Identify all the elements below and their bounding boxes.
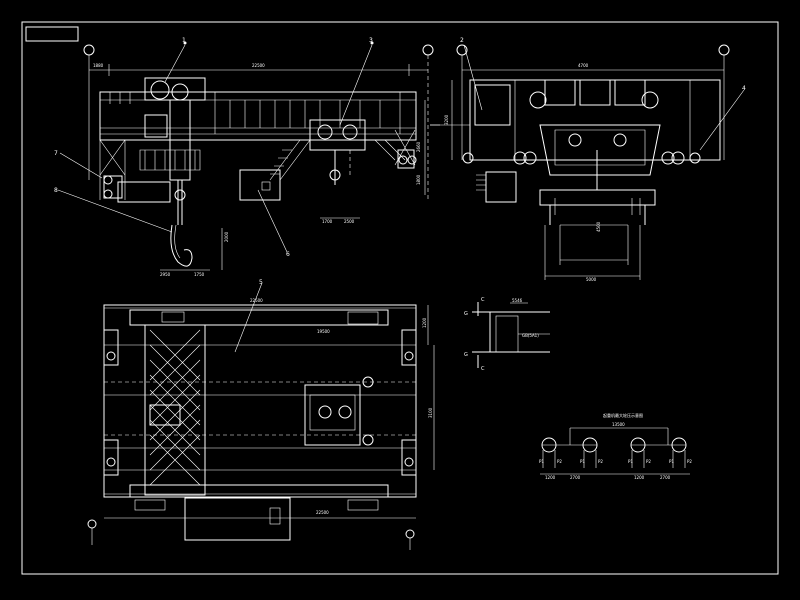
wheel-load-label-1: P1 bbox=[539, 459, 544, 464]
section-tag-a: 5546 bbox=[512, 298, 523, 303]
trolley-dim-a: 1700 bbox=[322, 219, 333, 224]
height-dim-a: 2660 bbox=[416, 141, 421, 152]
wheel-load-title: 起重机最大轮压示意图 bbox=[603, 412, 643, 418]
end-left-height: 3200 bbox=[444, 114, 449, 125]
track-dim: 5000 bbox=[586, 277, 597, 282]
span-dim: 22500 bbox=[252, 63, 265, 68]
callout-4: 4 bbox=[742, 85, 746, 92]
wheel-load-gap-2: 2700 bbox=[570, 475, 581, 480]
wheel-load-diagram: 起重机最大轮压示意图 13500 1200 2700 1200 2700 P1 … bbox=[539, 412, 692, 480]
wheel-load-span: 13500 bbox=[612, 422, 625, 427]
hook-dim-b: 1750 bbox=[194, 272, 205, 277]
gauge-dim: 4500 bbox=[596, 221, 601, 232]
left-end-dim: 1880 bbox=[93, 63, 104, 68]
callout-6: 6 bbox=[286, 251, 290, 258]
callout-3: 3 bbox=[369, 37, 373, 44]
section-side-bottom: G bbox=[464, 352, 468, 358]
section-bottom-label: C bbox=[481, 366, 485, 372]
wheel-load-label-6: P2 bbox=[646, 459, 651, 464]
end-top-dim: 4700 bbox=[578, 63, 589, 68]
hook-height: 2000 bbox=[224, 231, 229, 242]
callout-7: 7 bbox=[54, 150, 58, 157]
wheel-load-gap-1: 1200 bbox=[545, 475, 556, 480]
plan-inner-dim: 19500 bbox=[317, 329, 330, 334]
wheel-load-label-8: P2 bbox=[687, 459, 692, 464]
section-tag-b: GB(5A1) bbox=[522, 333, 539, 338]
plan-right-dim-b: 3100 bbox=[428, 407, 433, 418]
wheel-load-label-3: P1 bbox=[580, 459, 585, 464]
sheet-border bbox=[21, 21, 779, 575]
callout-2: 2 bbox=[460, 37, 464, 44]
wheel-load-label-7: P1 bbox=[669, 459, 674, 464]
end-elevation-view: 4700 3200 bbox=[430, 44, 745, 282]
trolley-dim-b: 2500 bbox=[344, 219, 355, 224]
plan-right-dim-a: 1200 bbox=[422, 317, 427, 328]
section-top-label: C bbox=[481, 297, 485, 303]
callout-1: 1 bbox=[182, 37, 186, 44]
plan-view: 22500 19500 bbox=[87, 282, 435, 550]
callout-8: 8 bbox=[54, 187, 58, 194]
callout-5: 5 bbox=[259, 279, 263, 286]
wheel-load-label-5: P1 bbox=[628, 459, 633, 464]
plan-top-dim: 22500 bbox=[250, 298, 263, 303]
wheel-load-gap-4: 2700 bbox=[660, 475, 671, 480]
section-side-top: G bbox=[464, 311, 468, 317]
plan-bottom-dim: 22500 bbox=[316, 510, 329, 515]
side-elevation-view: 1880 22500 bbox=[57, 41, 440, 277]
height-dim-b: 1800 bbox=[416, 174, 421, 185]
wheel-load-gap-3: 1200 bbox=[634, 475, 645, 480]
wheel-load-label-4: P2 bbox=[598, 459, 603, 464]
hook-dim-a: 2950 bbox=[160, 272, 171, 277]
wheel-load-label-2: P2 bbox=[557, 459, 562, 464]
section-detail: 5546 GB(5A1) C C G G bbox=[464, 297, 550, 372]
